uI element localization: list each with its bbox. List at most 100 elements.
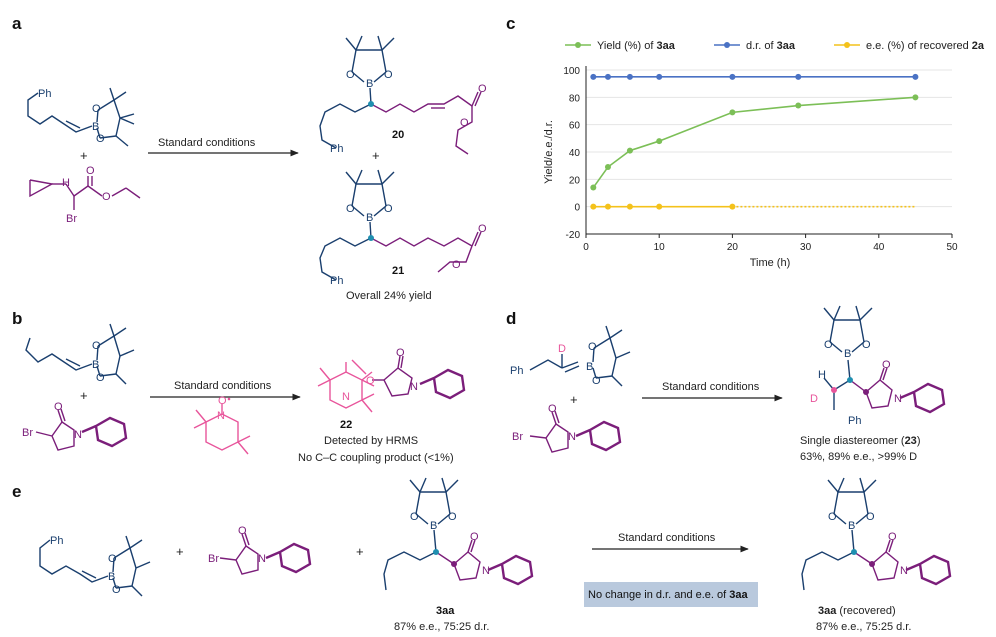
data-point [590,73,597,80]
oxygen-atom: O [92,103,101,115]
no-change-text: No change in d.r. and e.e. of 3aa [588,589,749,601]
oxygen-atom: O [460,117,469,129]
compound-3aa-structure [383,477,534,591]
legend-marker-1 [724,42,730,48]
recovered-3aa-stats: 87% e.e., 75:25 d.r. [816,621,911,633]
y-tick-label: 40 [569,148,581,159]
data-point [604,203,611,210]
hexenyl-boronate-structure [25,323,135,385]
data-point [626,203,633,210]
oxygen-atom: O [96,133,105,145]
arrow-label-a: Standard conditions [158,137,256,149]
oxygen-atom: O [102,191,111,203]
x-tick-label: 20 [727,242,739,253]
x-tick-label: 10 [654,242,666,253]
oxygen-atom: O [866,511,875,523]
oxygen-atom: O [548,403,557,415]
plus-sign: + [80,148,88,163]
panel-label-c: c [506,14,515,33]
bromoester-structure [29,176,141,210]
oxygen-atom: O [346,69,355,81]
panel-label-e: e [12,482,21,501]
data-point [729,73,736,80]
nitrogen-atom: N [482,565,490,577]
ph-label: Ph [848,415,861,427]
data-point [656,138,663,145]
bromolactam-structure-b [35,408,128,451]
y-tick-label: 80 [569,93,581,104]
oxygen-atom: O [96,372,105,384]
bromolactam-structure-d [529,410,622,453]
detected-hrms-text: Detected by HRMS [324,435,418,447]
tempo-adduct-22-structure [317,355,466,413]
boron-atom: B [108,571,115,583]
chart-series [590,73,919,210]
nitrogen-atom: N [342,391,350,403]
legend-marker-0 [575,42,581,48]
x-tick-label: 0 [583,242,589,253]
plus-sign: + [176,544,184,559]
ph-label: Ph [50,535,63,547]
oxygen-atom: O [452,259,461,271]
product-23-stats: 63%, 89% e.e., >99% D [800,451,917,463]
y-tick-label: -20 [566,230,581,241]
x-tick-label: 30 [800,242,812,253]
oxygen-atom: O [346,203,355,215]
oxygen-atom: O [888,531,897,543]
oxygen-atom: O [238,525,247,537]
y-tick-label: 20 [569,175,581,186]
oxygen-atom: O [108,553,117,565]
plus-sign: + [80,388,88,403]
plus-sign: + [372,148,380,163]
data-point [912,94,919,101]
br-label: Br [512,431,523,443]
compound-21-label: 21 [392,265,404,277]
single-diastereomer-text: Single diastereomer (23) [800,435,920,447]
br-label: Br [208,553,219,565]
x-tick-label: 40 [873,242,885,253]
data-point [626,73,633,80]
deuterated-boronate-structure [529,325,631,387]
data-point [729,109,736,116]
compound-22-label: 22 [340,419,352,431]
nitrogen-atom: N [217,410,225,422]
panel-d: Ph D B O O + O N Br Standard conditions [510,305,946,463]
recovered-3aa-structure [801,477,952,591]
boron-atom: B [848,520,855,532]
vinyl-boronate-structure-e [39,535,151,597]
data-point [590,184,597,191]
oxygen-atom: O [824,339,833,351]
panel-label-d: d [506,309,516,328]
compound-3aa-label: 3aa [436,605,455,617]
boron-atom: B [92,359,99,371]
y-tick-label: 100 [563,66,580,77]
oxygen-atom: O [882,359,891,371]
boron-atom: B [92,121,99,133]
data-point [626,147,633,154]
boron-atom: B [586,361,593,373]
overall-yield-text: Overall 24% yield [346,290,432,302]
data-point [604,164,611,171]
oxygen-atom: O [410,511,419,523]
tempo-structure [193,404,251,455]
y-tick-label: 60 [569,121,581,132]
data-point [656,73,663,80]
oxygen-atom: O [86,165,95,177]
nitrogen-atom: N [410,381,418,393]
compound-20-label: 20 [392,129,404,141]
oxygen-atom: O [54,401,63,413]
bromolactam-structure-e [219,532,312,575]
boron-atom: B [844,348,851,360]
panel-b: B O O + O N Br Standard conditions [22,323,466,464]
no-coupling-text: No C–C coupling product (<1%) [298,452,454,464]
br-label: Br [22,427,33,439]
oxygen-atom: O [592,375,601,387]
oxygen-atom: O [448,511,457,523]
legend-label-1: d.r. of 3aa [746,40,796,52]
data-point [795,73,802,80]
nitrogen-atom: N [900,565,908,577]
arrow-label-d: Standard conditions [662,381,760,393]
data-point [590,203,597,210]
